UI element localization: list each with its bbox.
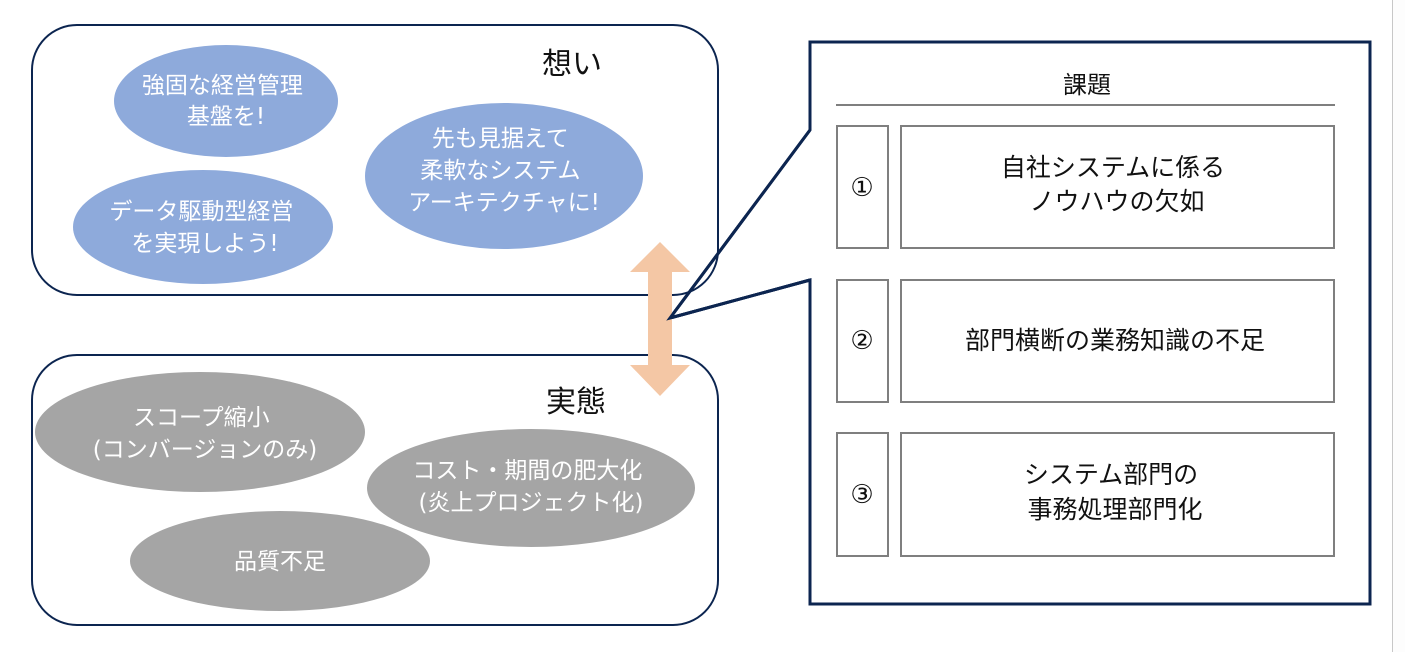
- issue-text: システム部門の 事務処理部門化: [1024, 460, 1206, 524]
- issue-row: ③ システム部門の 事務処理部門化: [836, 432, 1335, 557]
- callout-pointer-tip: [666, 215, 811, 321]
- issue-number-cell: [836, 432, 889, 557]
- issue-text-cell: [900, 432, 1335, 557]
- issue-text-cell: [900, 125, 1335, 249]
- svg-text:強固な経営管理 基盤を!: 強固な経営管理 基盤を!: [142, 73, 310, 130]
- aspiration-title: 想い: [542, 47, 602, 82]
- reality-title: 実態: [546, 385, 606, 420]
- aspiration-bubble: 強固な経営管理 基盤を!: [114, 45, 338, 157]
- svg-text:品質不足: 品質不足: [234, 549, 326, 575]
- svg-text:コスト・期間の肥大化 (炎上プロジェクト化): コスト・期間の肥大化 (炎上プロジェクト化): [412, 458, 649, 516]
- issues-title: 課題: [1063, 71, 1111, 99]
- issue-number-cell: [836, 279, 889, 403]
- page-scroll-edge: [1392, 0, 1405, 652]
- issue-row: ② 部門横断の業務知識の不足: [836, 279, 1335, 403]
- issue-text-cell: [900, 279, 1335, 403]
- issue-row: ① 自社システムに係る ノウハウの欠如: [836, 125, 1335, 249]
- reality-bubble: スコープ縮小 (コンバージョンのみ): [35, 372, 365, 492]
- reality-bubble: コスト・期間の肥大化 (炎上プロジェクト化): [365, 427, 697, 549]
- double-arrow-vertical-icon: [630, 242, 690, 396]
- svg-text:データ駆動型経営 を実現しよう!: データ駆動型経営 を実現しよう!: [109, 199, 300, 257]
- aspiration-bubble: データ駆動型経営 を実現しよう!: [73, 170, 333, 284]
- issue-number-cell: [836, 125, 889, 249]
- issue-number: ②: [850, 326, 873, 356]
- issue-number: ①: [850, 173, 873, 203]
- aspiration-bubble: 先も見据えて 柔軟なシステム アーキテクチャに!: [363, 101, 645, 251]
- reality-bubble: 品質不足: [130, 511, 430, 611]
- svg-text:スコープ縮小 (コンバージョンのみ): スコープ縮小 (コンバージョンのみ): [93, 405, 318, 463]
- issue-text: 自社システムに係る ノウハウの欠如: [1001, 153, 1233, 216]
- issue-number: ③: [850, 480, 873, 510]
- issue-text: 部門横断の業務知識の不足: [965, 326, 1265, 355]
- svg-text:先も見据えて 柔軟なシステム アーキ: 先も見据えて 柔軟なシステム アーキテクチャに!: [408, 126, 600, 216]
